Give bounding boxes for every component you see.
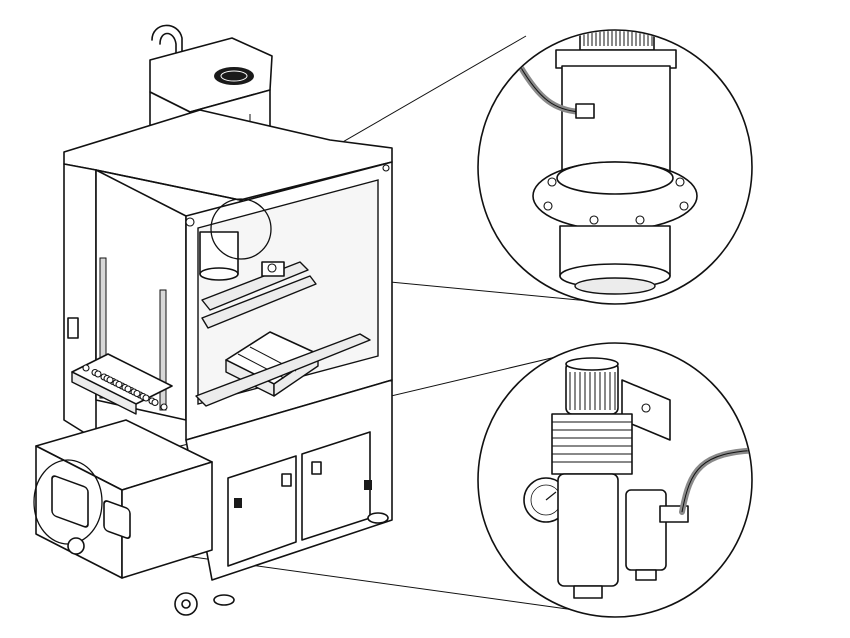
tool-pocket: [160, 403, 168, 411]
door-handle-icon[interactable]: [281, 473, 292, 487]
side-latch: [67, 317, 79, 339]
regulator-body: [551, 413, 633, 475]
tool-pocket: [94, 370, 102, 378]
tool-pocket: [151, 398, 159, 407]
casters: [67, 512, 389, 616]
leveling-foot-icon: [213, 594, 235, 606]
tool-shelf: [71, 353, 173, 415]
tool-pocket: [124, 385, 132, 393]
caster-wheel-icon: [67, 537, 85, 555]
spindle-body: [561, 65, 671, 173]
filter-bowl: [557, 473, 619, 587]
linear-axis-rails: [201, 261, 317, 329]
air-fitting-icon: [575, 103, 595, 119]
machine: [33, 24, 393, 616]
spindle-callout-marker: [210, 198, 272, 260]
fan-vent-icon: [214, 67, 254, 85]
tool-pocket: [133, 389, 141, 398]
access-opening: [103, 500, 131, 539]
leveling-foot-icon: [367, 512, 389, 524]
tool-pocket: [142, 394, 150, 402]
tool-pocket: [106, 376, 114, 384]
door-handle-icon[interactable]: [311, 461, 322, 475]
regulator-detail-callout: [477, 342, 753, 618]
coalescing-filter-bowl: [625, 489, 667, 571]
spindle-head: [199, 198, 272, 281]
tool-pocket: [82, 364, 90, 372]
access-opening: [51, 475, 89, 528]
cabinet-door-left[interactable]: [227, 455, 297, 567]
front-service-box: [33, 419, 213, 579]
tool-pocket: [115, 380, 123, 389]
spindle-detail-callout: [477, 29, 753, 305]
side-panel-back: [63, 163, 97, 441]
chip-tray: [195, 333, 371, 407]
